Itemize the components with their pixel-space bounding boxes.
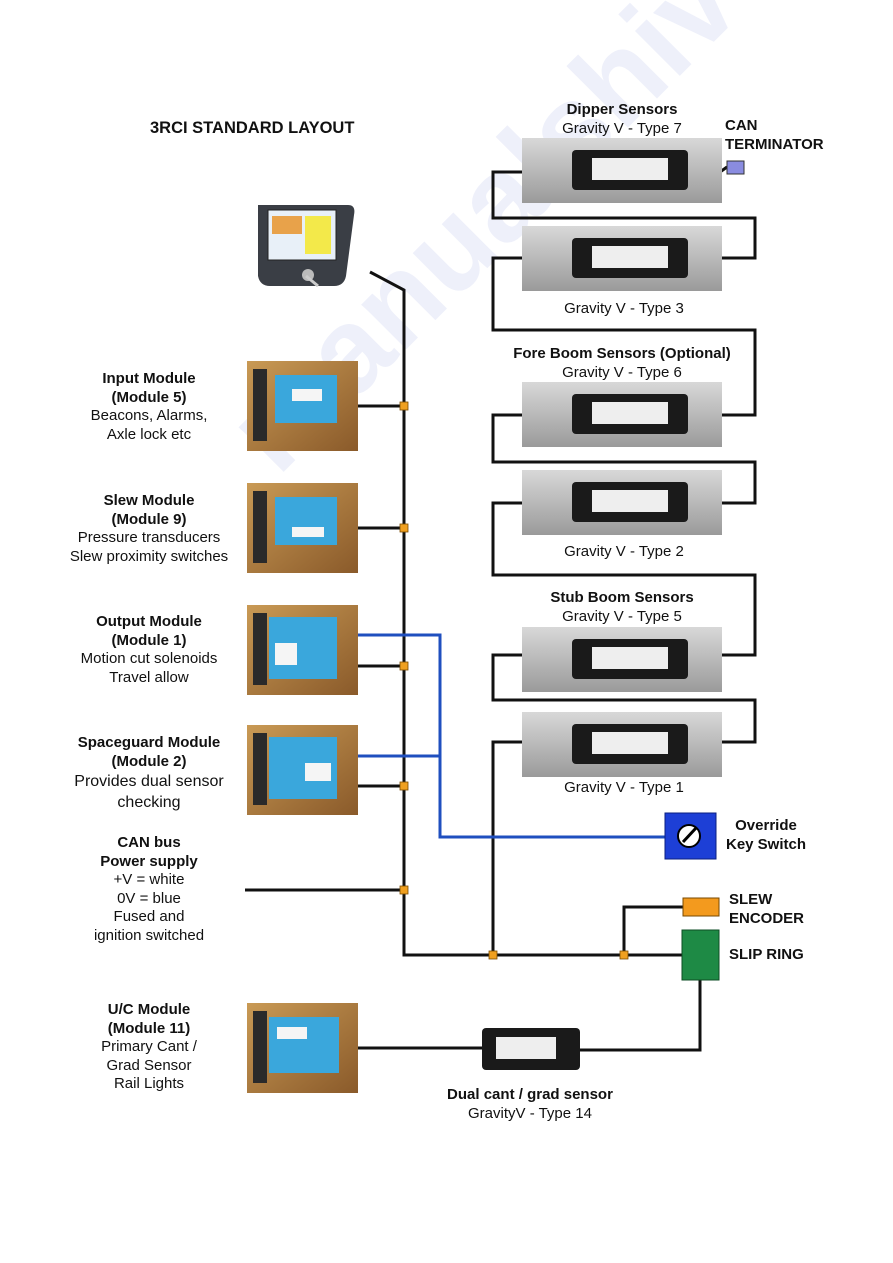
power-title: CAN bus [117,834,181,851]
power-desc: +V = white [113,871,185,888]
module-id: (Module 2) [111,752,187,770]
can-terminator-label: CAN TERMINATOR [725,117,824,154]
slew-encoder-line: ENCODER [729,909,805,927]
slip-ring-block [681,929,720,981]
module-desc: Grad Sensor [106,1056,192,1074]
slew-encoder-line: SLEW [729,891,773,908]
module-label-uc: U/C Module (Module 11) Primary Cant / Gr… [65,1001,233,1094]
module-label-spaceguard: Spaceguard Module (Module 2) Provides du… [57,734,241,813]
override-wires [357,633,665,839]
sensor-group-title: Dipper Sensors [566,101,678,118]
sensor-group-subtitle: Gravity V - Type 7 [562,119,682,137]
power-subtitle: Power supply [100,852,198,870]
module-name: Slew Module [103,492,195,509]
module-id: (Module 1) [111,631,187,649]
can-terminator-line: CAN [725,117,758,134]
can-terminator-line: TERMINATOR [725,135,824,153]
module-name: Spaceguard Module [77,734,221,751]
module-desc: Rail Lights [113,1075,185,1092]
power-desc: ignition switched [93,926,205,944]
sensor-group-subtitle: Gravity V - Type 6 [562,363,682,381]
display-unit [258,205,355,288]
module-desc: Axle lock etc [106,425,192,443]
sensor-images [482,138,722,1070]
power-supply-label: CAN bus Power supply +V = white 0V = blu… [65,834,233,945]
override-label: Override Key Switch [722,817,810,854]
module-name: U/C Module [107,1001,191,1018]
module-id: (Module 5) [111,388,187,406]
module-name: Input Module [102,370,196,387]
junctions [399,401,629,960]
override-line: Key Switch [725,835,807,853]
dual-sensor-subtitle: GravityV - Type 14 [468,1104,592,1122]
module-desc: Travel allow [109,668,189,686]
slip-ring-label: SLIP RING [729,946,804,963]
sensor-group-foreboom: Fore Boom Sensors (Optional) Gravity V -… [492,345,752,382]
can-terminator-block [726,160,745,175]
module-id: (Module 9) [111,510,187,528]
slew-encoder-block [682,897,720,917]
sensor-caption-type1: Gravity V - Type 1 [564,779,684,796]
module-desc: Motion cut solenoids [80,650,218,667]
module-desc: Beacons, Alarms, [90,407,208,424]
power-desc: 0V = blue [117,889,181,907]
slew-encoder-label: SLEW ENCODER [729,891,804,928]
sensor-group-title: Stub Boom Sensors [550,589,694,606]
module-desc: Primary Cant / [101,1038,197,1055]
can-bus-wires [245,165,757,1052]
override-line: Override [735,817,797,834]
module-label-output: Output Module (Module 1) Motion cut sole… [65,613,233,687]
dual-sensor-label: Dual cant / grad sensor GravityV - Type … [430,1086,630,1123]
module-images [247,361,358,1093]
sensor-caption-type2: Gravity V - Type 2 [564,543,684,560]
sensor-group-dipper: Dipper Sensors Gravity V - Type 7 [522,101,722,138]
module-desc: Pressure transducers [77,529,221,546]
sensor-group-title: Fore Boom Sensors (Optional) [513,345,731,362]
module-desc: Provides dual sensor [74,773,224,790]
power-desc: Fused and [113,908,185,925]
module-label-slew: Slew Module (Module 9) Pressure transduc… [57,492,241,566]
key-switch-icon [664,812,717,860]
module-desc: checking [117,794,181,811]
module-label-input: Input Module (Module 5) Beacons, Alarms,… [65,370,233,444]
module-desc: Slew proximity switches [69,547,229,565]
diagram-title: 3RCI STANDARD LAYOUT [150,119,355,137]
module-name: Output Module [96,613,202,630]
sensor-caption-type3: Gravity V - Type 3 [564,300,684,317]
module-id: (Module 11) [107,1019,191,1037]
sensor-group-subtitle: Gravity V - Type 5 [562,607,682,625]
dual-sensor-title: Dual cant / grad sensor [447,1086,613,1103]
sensor-group-stubboom: Stub Boom Sensors Gravity V - Type 5 [522,589,722,626]
